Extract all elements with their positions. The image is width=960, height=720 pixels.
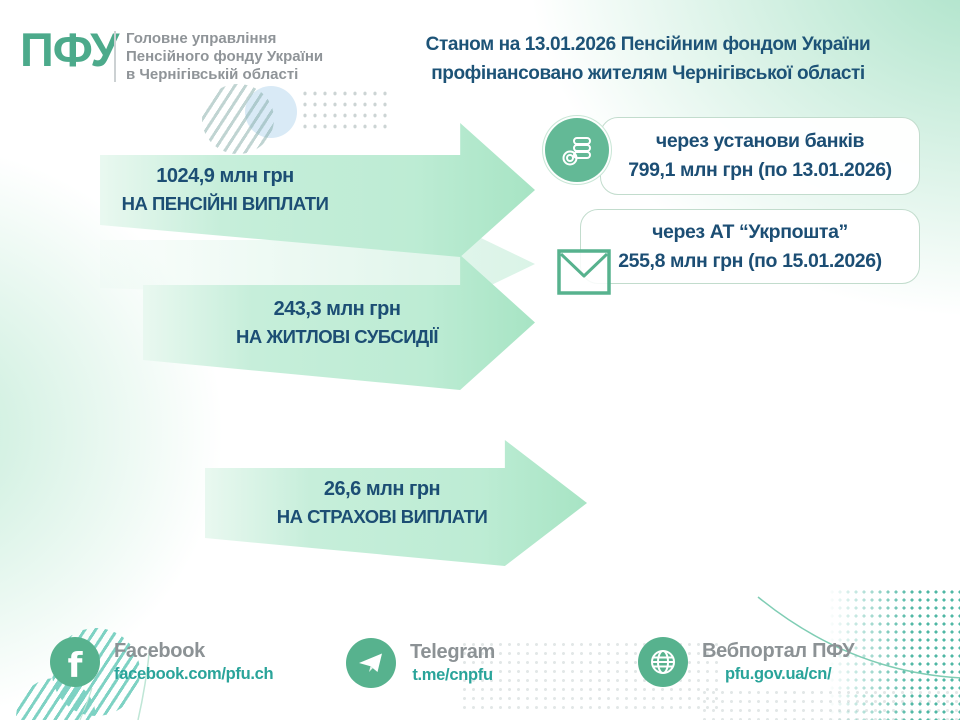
arrow-insurance-text: 26,6 млн грн НА СТРАХОВІ ВИПЛАТИ bbox=[262, 468, 502, 538]
banks-channel-amount: 799,1 млн грн (по 13.01.2026) bbox=[628, 159, 892, 181]
organization-line: в Чернігівській області bbox=[126, 66, 299, 83]
facebook-name: Facebook bbox=[114, 640, 205, 662]
telegram-text: Telegram t.me/cnpfu bbox=[410, 641, 495, 685]
pension-label: НА ПЕНСІЙНІ ВИПЛАТИ bbox=[121, 193, 329, 214]
arrow-pension-payments: 1024,9 млн грн НА ПЕНСІЙНІ ВИПЛАТИ bbox=[100, 123, 535, 257]
page-title: Станом на 13.01.2026 Пенсійним фондом Ук… bbox=[408, 30, 888, 88]
subsidies-label: НА ЖИТЛОВІ СУБСИДІЇ bbox=[236, 325, 439, 347]
coins-icon bbox=[562, 137, 591, 166]
facebook-icon[interactable]: f bbox=[50, 637, 100, 687]
envelope-icon bbox=[557, 249, 611, 295]
arrow-housing-subsidies: 243,3 млн грн НА ЖИТЛОВІ СУБСИДІЇ bbox=[143, 255, 535, 390]
webportal-text: Вебпортал ПФУ pfu.gov.ua/cn/ bbox=[702, 640, 855, 684]
pension-amount: 1024,9 млн грн bbox=[156, 165, 294, 187]
banks-channel-card: через установи банків 799,1 млн грн (по … bbox=[600, 117, 920, 195]
telegram-name: Telegram bbox=[410, 641, 496, 663]
webportal-link[interactable]: Вебпортал ПФУ pfu.gov.ua/cn/ bbox=[638, 637, 855, 687]
arrow-pension-text: 1024,9 млн грн НА ПЕНСІЙНІ ВИПЛАТИ bbox=[110, 155, 340, 225]
telegram-icon[interactable] bbox=[346, 638, 396, 688]
organization-name: Головне управління Пенсійного фонду Укра… bbox=[126, 30, 323, 84]
organization-line: Пенсійного фонду України bbox=[126, 48, 324, 65]
insurance-amount: 26,6 млн грн bbox=[323, 478, 441, 500]
striped-circle-decoration bbox=[202, 84, 274, 154]
dot-grid-decoration-top bbox=[300, 88, 392, 132]
globe-icon[interactable] bbox=[638, 637, 688, 687]
arrow-insurance-payments: 26,6 млн грн НА СТРАХОВІ ВИПЛАТИ bbox=[205, 440, 587, 566]
webportal-name: Вебпортал ПФУ bbox=[702, 640, 855, 662]
ukrposhta-channel-amount: 255,8 млн грн (по 15.01.2026) bbox=[618, 249, 882, 272]
subsidies-amount: 243,3 млн грн bbox=[273, 297, 401, 320]
pfu-logo: ПФУ bbox=[20, 23, 119, 76]
facebook-url[interactable]: facebook.com/pfu.ch bbox=[114, 665, 274, 683]
telegram-link[interactable]: Telegram t.me/cnpfu bbox=[346, 638, 495, 688]
insurance-label: НА СТРАХОВІ ВИПЛАТИ bbox=[276, 506, 488, 527]
webportal-url[interactable]: pfu.gov.ua/cn/ bbox=[724, 665, 832, 683]
facebook-link[interactable]: f Facebook facebook.com/pfu.ch bbox=[50, 637, 274, 687]
organization-line: Головне управління bbox=[126, 30, 277, 47]
title-line-1: Станом на 13.01.2026 Пенсійним фондом Ук… bbox=[425, 34, 871, 55]
envelope-badge bbox=[556, 248, 612, 301]
ukrposhta-channel-card: через АТ “Укрпошта” 255,8 млн грн (по 15… bbox=[580, 209, 920, 284]
title-line-2: профінансовано жителям Чернігівської обл… bbox=[431, 63, 865, 84]
banks-channel-title: через установи банків bbox=[655, 130, 865, 152]
facebook-text: Facebook facebook.com/pfu.ch bbox=[114, 640, 274, 684]
logo-divider bbox=[114, 31, 116, 82]
arrow-subsidies-text: 243,3 млн грн НА ЖИТЛОВІ СУБСИДІЇ bbox=[217, 285, 457, 360]
ukrposhta-channel-title: через АТ “Укрпошта” bbox=[652, 220, 848, 243]
telegram-url[interactable]: t.me/cnpfu bbox=[412, 666, 493, 684]
coins-badge bbox=[545, 118, 609, 182]
facebook-f-glyph: f bbox=[67, 646, 83, 686]
